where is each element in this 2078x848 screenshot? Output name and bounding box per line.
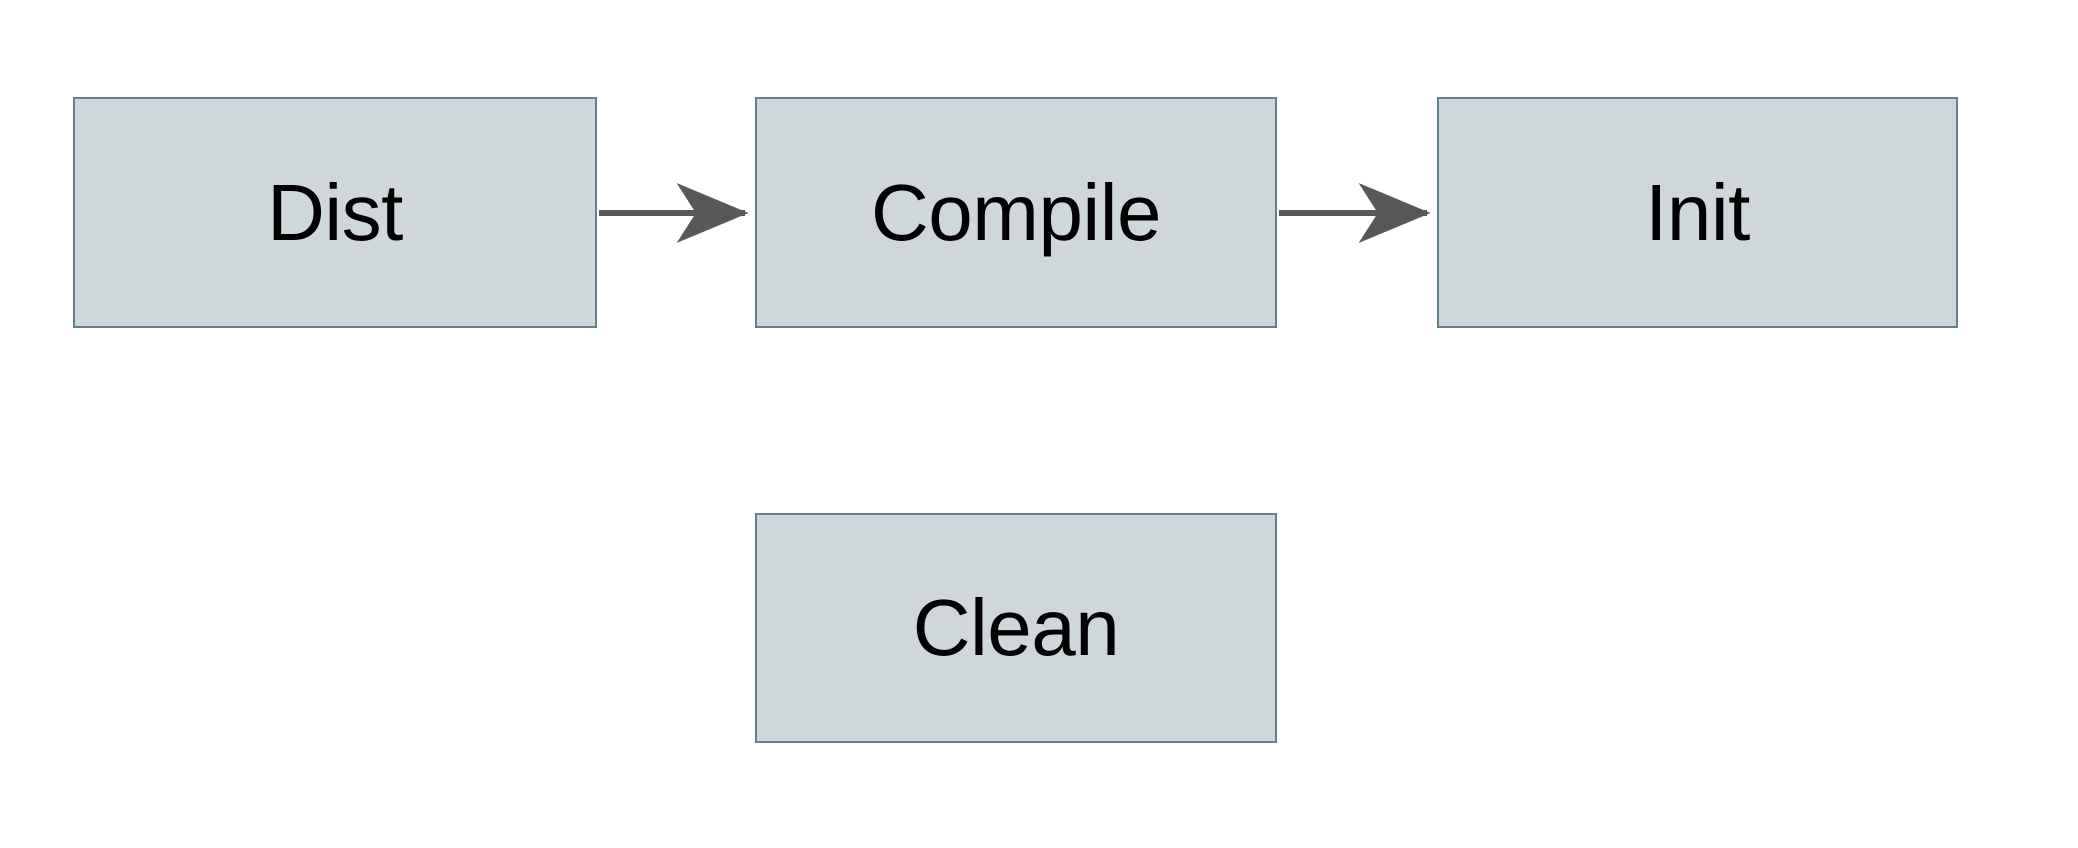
node-compile-label: Compile (871, 167, 1161, 257)
node-dist-label: Dist (267, 167, 403, 257)
node-clean-label: Clean (912, 583, 1120, 672)
node-init-label: Init (1645, 167, 1750, 257)
node-compile[interactable]: Compile (755, 97, 1277, 328)
node-clean[interactable]: Clean (755, 513, 1277, 743)
edge-dist-to-compile-hitarea[interactable] (597, 198, 755, 228)
node-init[interactable]: Init (1437, 97, 1958, 328)
node-dist[interactable]: Dist (73, 97, 597, 328)
edge-compile-to-init-hitarea[interactable] (1277, 198, 1437, 228)
